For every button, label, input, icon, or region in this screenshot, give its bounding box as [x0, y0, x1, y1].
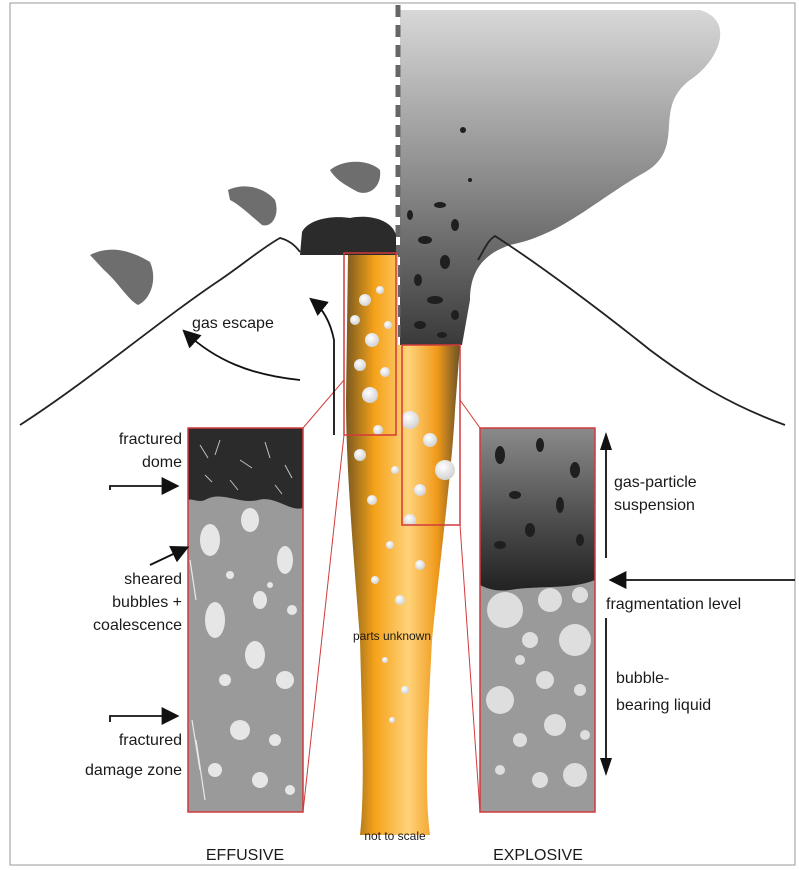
label-explosive: EXPLOSIVE [493, 847, 583, 864]
gas-puff-2 [228, 186, 277, 225]
arrow-sheared-bubbles [150, 548, 186, 565]
explosive-panel [480, 428, 595, 812]
arrow-damage-zone [110, 716, 176, 722]
gas-puff-1 [90, 250, 153, 305]
bubble-arrow-head [600, 758, 612, 776]
label-effusive: EFFUSIVE [206, 847, 284, 864]
zoom-line-3 [460, 400, 480, 428]
gas-escape-arrow-up [312, 300, 334, 435]
label-bubble-1: bubble- [616, 670, 669, 687]
label-sheared-1: sheared [124, 571, 182, 588]
label-sheared-3: coalescence [93, 617, 182, 634]
label-fractured-dome-2: dome [142, 454, 182, 471]
label-damage-2: damage zone [85, 762, 182, 779]
effusive-panel [188, 428, 303, 812]
label-bubble-2: bearing liquid [616, 697, 711, 714]
gas-particle-arrow-head [600, 432, 612, 450]
label-fractured-dome-1: fractured [119, 431, 182, 448]
gas-puff-3 [330, 162, 380, 193]
zoom-line-4 [460, 525, 480, 812]
lava-dome [300, 217, 396, 255]
label-fragmentation: fragmentation level [606, 596, 741, 613]
label-gas-particle-1: gas-particle [614, 474, 697, 491]
label-not-to-scale: not to scale [364, 829, 426, 843]
gas-escape-arrow-left [185, 332, 300, 380]
label-gas-particle-2: suspension [614, 497, 695, 514]
volcano-right-flank [478, 236, 785, 425]
label-parts-unknown: parts unknown [353, 629, 431, 643]
label-sheared-2: bubbles + [112, 594, 182, 611]
label-gas-escape: gas escape [192, 315, 274, 332]
zoom-line-2 [303, 435, 344, 812]
label-damage-1: fractured [119, 732, 182, 749]
eruption-plume [400, 10, 720, 345]
arrow-fractured-dome [110, 486, 176, 490]
zoom-line-1 [303, 380, 344, 428]
fractured-dome-zone [188, 428, 303, 509]
